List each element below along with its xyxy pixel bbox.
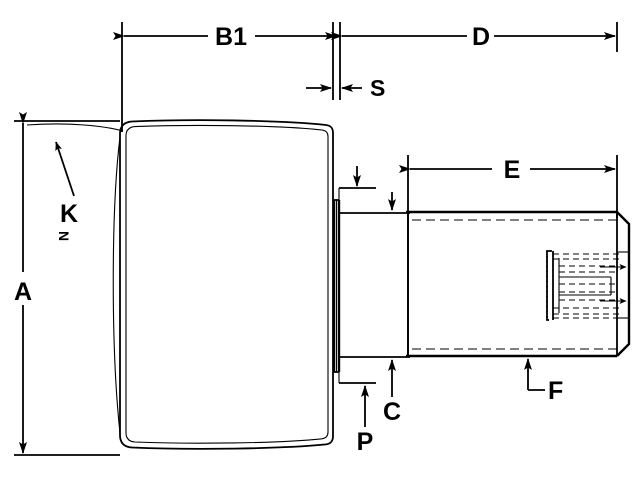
flange: [332, 187, 376, 384]
dimension-b1: B1: [113, 23, 337, 51]
threaded-bore-detail: [546, 250, 627, 321]
dimension-label-f: F: [548, 377, 563, 405]
dimension-e: E: [399, 156, 616, 184]
leader-c: C: [383, 359, 401, 426]
gearbox-housing: [406, 210, 631, 358]
dimension-label-s: S: [370, 75, 385, 101]
dimension-label-c: C: [383, 398, 401, 426]
motor-body: [26, 119, 334, 450]
dimension-label-d: D: [472, 23, 490, 51]
dimension-label-k: K: [60, 200, 78, 228]
dimension-label-p: P: [357, 428, 374, 456]
extension-lines: [14, 22, 618, 456]
dimension-label-b1: B1: [215, 23, 247, 51]
dimension-a: A: [14, 112, 32, 454]
leader-p: P: [357, 385, 374, 456]
dimension-label-a: A: [14, 278, 32, 306]
dimension-label-k-subscript: N: [56, 231, 72, 241]
dimension-label-e: E: [504, 156, 521, 184]
output-shaft: [339, 212, 410, 358]
leader-f: F: [524, 358, 563, 405]
leader-k: K N: [55, 141, 78, 241]
dimension-s: S: [306, 75, 385, 101]
dimension-d: D: [331, 23, 616, 51]
